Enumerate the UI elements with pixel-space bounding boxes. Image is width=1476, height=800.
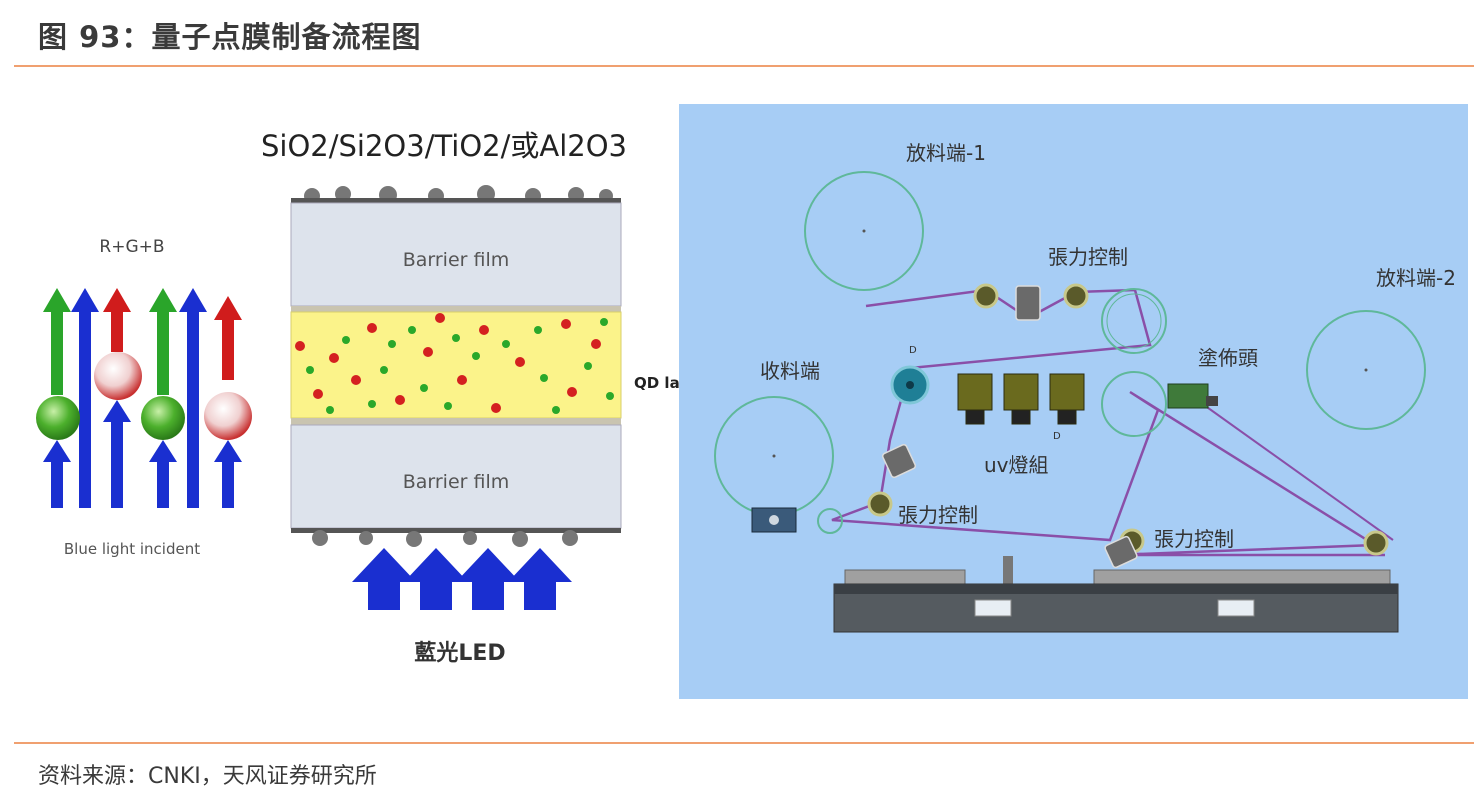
green-arrow: [43, 288, 71, 395]
barrier-film-bottom: [290, 424, 622, 529]
blue-led-arrows: [352, 548, 572, 610]
red-light-arrows: [103, 288, 242, 380]
red-quantum-dot: [204, 392, 252, 440]
barrier-bottom-label: Barrier film: [403, 471, 510, 493]
blue-arrow: [103, 400, 131, 508]
green-arrow: [149, 288, 177, 395]
page-title: 图 93：量子点膜制备流程图: [38, 20, 422, 54]
led-label: 藍光LED: [414, 641, 505, 666]
uv-lamps: [957, 373, 1085, 425]
green-light-arrows: [43, 288, 177, 395]
coating-head-label: 塗佈頭: [1198, 346, 1258, 370]
header-divider: [14, 65, 1474, 67]
bottom-coating-particles: [312, 530, 578, 547]
film-web-path: [831, 288, 1385, 557]
layer-separator: [291, 306, 621, 312]
coating-roller-bottom: [1101, 371, 1167, 437]
marker-label: D: [909, 345, 917, 356]
qd-layer: [290, 311, 622, 419]
marker-label: D: [1053, 431, 1061, 442]
qd-layer-label: QD lay: [634, 374, 689, 392]
layer-separator: [291, 418, 621, 425]
unwind-roll-2: [1306, 310, 1426, 430]
red-quantum-dot: [94, 352, 142, 400]
blue-arrow: [43, 440, 71, 508]
green-quantum-dot: [141, 396, 185, 440]
bottom-coating-line: [291, 528, 621, 533]
machine-base: [833, 556, 1399, 633]
unwind-2-label: 放料端-2: [1376, 266, 1456, 290]
incident-label: Blue light incident: [64, 540, 200, 558]
roll-to-roll-coating-machine: 放料端-1 張力控制 放料端-2 塗佈頭 收料端 uv燈組 張力控制 張力控制 …: [679, 104, 1468, 699]
blue-arrow: [179, 288, 207, 508]
tension-bottom-label: 張力控制: [1154, 527, 1234, 551]
blue-light-arrows: [43, 288, 242, 508]
coating-head: [1167, 383, 1218, 409]
tension-top-label: 張力控制: [1048, 245, 1128, 269]
idler-roller: [817, 508, 843, 534]
source-note: 资料来源：CNKI，天风证券研究所: [38, 764, 377, 789]
unwind-1-label: 放料端-1: [906, 141, 986, 165]
blue-arrow: [214, 440, 242, 508]
green-quantum-dot: [36, 396, 80, 440]
coating-roller-top: [1101, 288, 1167, 354]
blue-arrow: [149, 440, 177, 508]
rgb-light-conversion: R+G+B Blue light incident: [36, 237, 252, 558]
tension-left-label: 張力控制: [898, 503, 978, 527]
film-web-path: [1189, 394, 1394, 541]
rewind-label: 收料端: [760, 359, 820, 383]
unwind-roll-1: [804, 171, 924, 291]
barrier-film-top: [290, 202, 622, 307]
tension-sensors: [881, 285, 1138, 569]
qd-film-structure: SiO2/Si2O3/TiO2/或Al2O3 Barrier film: [261, 129, 689, 666]
rgb-label: R+G+B: [99, 237, 164, 257]
red-arrow: [214, 296, 242, 380]
top-coating-line: [291, 198, 621, 203]
blue-arrow: [71, 288, 99, 508]
coating-label: SiO2/Si2O3/TiO2/或Al2O3: [261, 129, 627, 163]
qd-dots: [295, 313, 614, 414]
footer-divider: [14, 742, 1474, 744]
barrier-top-label: Barrier film: [403, 249, 510, 271]
uv-group-label: uv燈組: [984, 453, 1049, 477]
red-arrow: [103, 288, 131, 352]
